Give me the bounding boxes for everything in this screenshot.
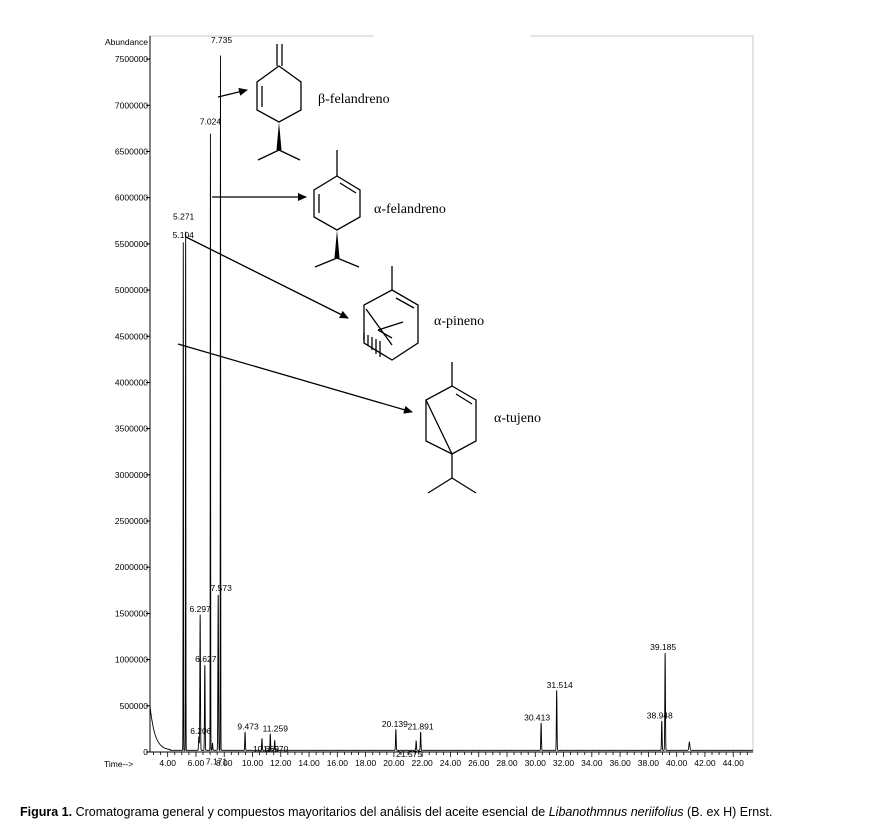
y-tick-label: 3000000 [115, 470, 148, 480]
y-axis-label: Abundance [105, 37, 148, 47]
x-tick-label: 8.00 [216, 758, 233, 768]
y-tick-label: 2000000 [115, 562, 148, 572]
frame-gap [374, 34, 530, 40]
x-tick-label: 4.00 [159, 758, 176, 768]
y-tick-label: 4000000 [115, 377, 148, 387]
figure-caption: Figura 1. Cromatograma general y compues… [20, 805, 890, 819]
y-tick-label: 0 [143, 747, 148, 757]
caption-species: Libanothmnus neriifolius [548, 805, 684, 819]
caption-prefix: Figura 1. [20, 805, 73, 819]
y-tick-label: 3500000 [115, 424, 148, 434]
peak-label: 6.206 [190, 726, 212, 736]
alpha-thujene-structure [425, 362, 477, 494]
peak-label: 5.271 [173, 212, 195, 222]
peak-label: 31.514 [547, 680, 573, 690]
trace-group [149, 55, 754, 751]
y-tick-label: 6500000 [115, 146, 148, 156]
arrow-alpha-thujene [177, 343, 413, 414]
peak-label: 38.948 [647, 710, 673, 720]
x-tick-label: 38.00 [638, 758, 660, 768]
x-axis-label: Time--> [104, 759, 133, 769]
x-tick-label: 16.00 [327, 758, 349, 768]
arrow-alpha-pinene [185, 236, 349, 319]
x-tick-label: 36.00 [609, 758, 631, 768]
peak-label: 21.575 [396, 749, 422, 759]
y-tick-label: 4500000 [115, 331, 148, 341]
compound-name-alpha-phellandrene: α-felandreno [374, 202, 446, 217]
x-tick-label: 18.00 [355, 758, 377, 768]
peak-labels-group: 5.104 5.271 6.206 6.297 6.627 7.024 7.171 7.573… [173, 35, 677, 767]
peak-label: 7.573 [211, 583, 233, 593]
peak-label: 30.413 [524, 712, 550, 722]
peak-label: 11.259 [263, 723, 289, 733]
x-tick-label: 44.00 [723, 758, 745, 768]
y-tick-label: 2500000 [115, 516, 148, 526]
peak-label: 5.104 [173, 230, 195, 240]
x-tick-label: 34.00 [581, 758, 603, 768]
x-tick-label: 10.00 [242, 758, 264, 768]
x-tick-label: 14.00 [298, 758, 320, 768]
x-tick-label: 42.00 [694, 758, 716, 768]
alpha-phellandrene-structure [313, 150, 361, 268]
x-tick-label: 40.00 [666, 758, 688, 768]
y-tick-label: 7500000 [115, 54, 148, 64]
peak-label: 10.669 [253, 744, 279, 754]
peak-label: 11.570 [263, 744, 289, 754]
y-tick-label: 1500000 [115, 608, 148, 618]
peak-label: 7.024 [200, 116, 222, 126]
compound-name-alpha-pinene: α-pineno [434, 314, 484, 329]
y-tick-label: 7000000 [115, 100, 148, 110]
arrow-beta-phellandrene [217, 87, 248, 98]
x-tick-label: 32.00 [553, 758, 575, 768]
molecule-structures-group: β-felandreno α-felandreno α-pineno α-tuj… [177, 44, 541, 494]
x-tick-label: 30.00 [525, 758, 547, 768]
peak-label: 6.297 [190, 604, 212, 614]
peak-label: 7.171 [206, 757, 228, 767]
alpha-pinene-structure [363, 266, 419, 361]
x-tick-label: 28.00 [496, 758, 518, 768]
caption-text: Cromatograma general y compuestos mayori… [72, 805, 549, 819]
x-tick-label: 20.00 [383, 758, 405, 768]
y-tick-label: 500000 [120, 701, 149, 711]
y-tick-label: 5000000 [115, 285, 148, 295]
x-tick-label: 22.00 [412, 758, 434, 768]
peak-label: 9.473 [237, 722, 259, 732]
caption-suffix: (B. ex H) Ernst. [683, 805, 773, 819]
compound-name-beta-phellandrene: β-felandreno [318, 92, 390, 107]
y-tick-label: 6000000 [115, 193, 148, 203]
chromatogram-trace [149, 55, 754, 751]
y-tick-label: 5500000 [115, 239, 148, 249]
peak-label: 21.891 [408, 722, 434, 732]
x-tick-label: 6.00 [188, 758, 205, 768]
x-tick-label: 26.00 [468, 758, 490, 768]
peak-label: 20.139 [382, 719, 408, 729]
x-tick-label: 24.00 [440, 758, 462, 768]
peak-label: 7.735 [211, 35, 233, 45]
compound-name-alpha-thujene: α-tujeno [494, 411, 541, 426]
peak-label: 39.185 [650, 642, 676, 652]
beta-phellandrene-structure [256, 44, 302, 161]
peak-label: 6.627 [195, 654, 217, 664]
x-tick-label: 12.00 [270, 758, 292, 768]
y-tick-label: 1000000 [115, 655, 148, 665]
